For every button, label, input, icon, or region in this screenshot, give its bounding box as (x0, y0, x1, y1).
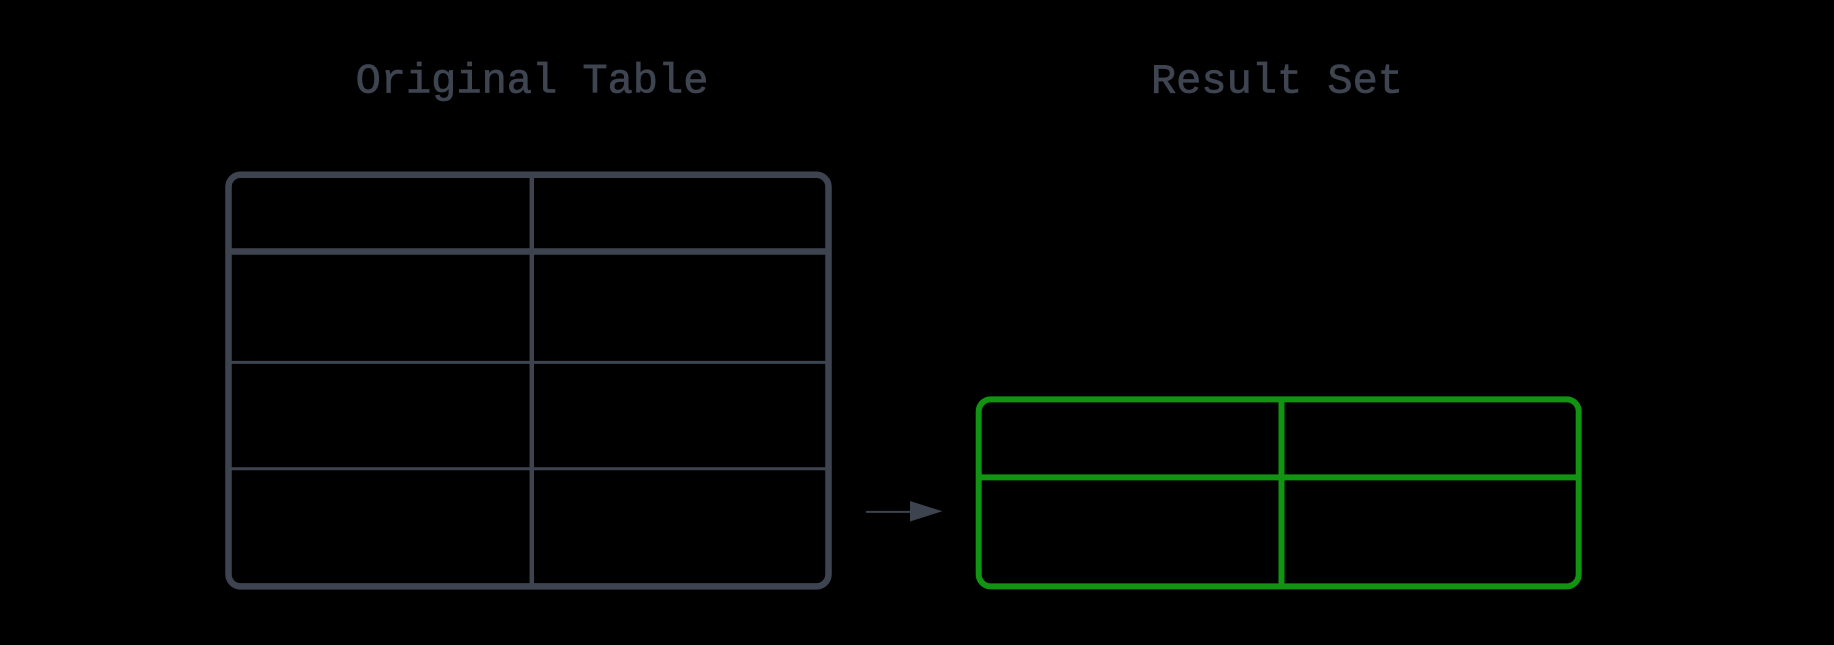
svg-text:Original Table: Original Table (356, 57, 709, 105)
svg-text:Result Set: Result Set (1151, 58, 1403, 106)
